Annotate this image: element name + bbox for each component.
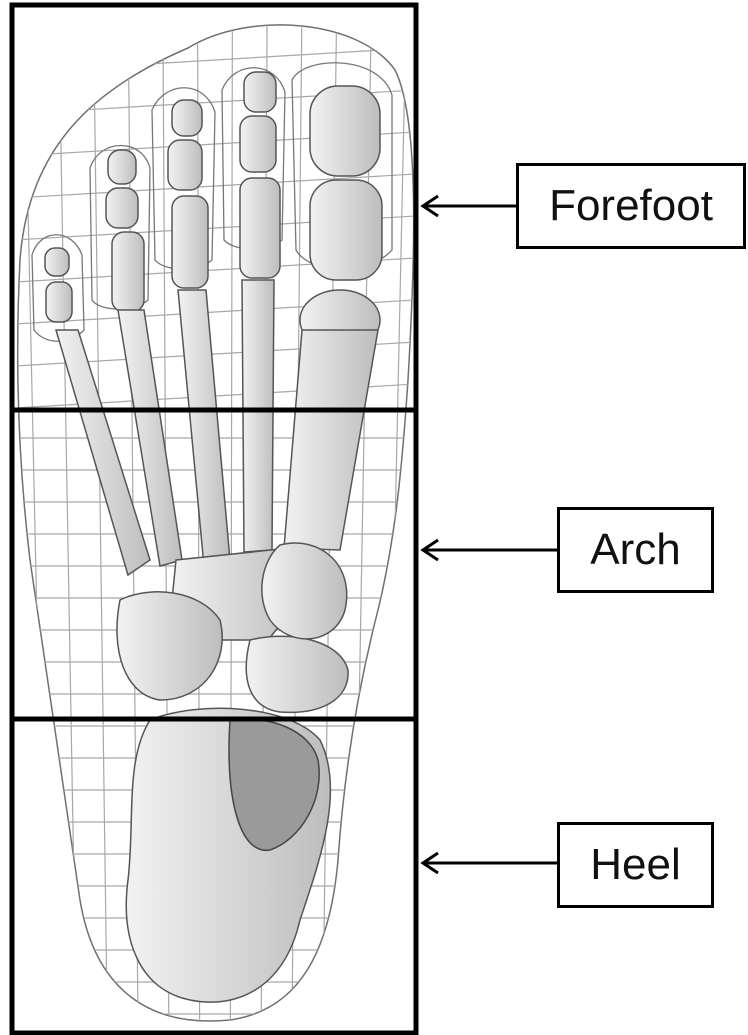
phalanx-1b: [310, 180, 382, 280]
phalanx-2b: [240, 116, 276, 172]
phalanx-2a: [244, 72, 276, 112]
metatarsal-2: [242, 280, 274, 552]
phalanx-3c: [172, 196, 208, 288]
forefoot-label-box: Forefoot: [516, 163, 746, 249]
arch-label-box: Arch: [557, 507, 714, 593]
phalanx-3b: [168, 140, 202, 190]
forefoot-label: Forefoot: [549, 184, 713, 228]
heel-label-box: Heel: [557, 822, 714, 908]
grid-line-vertical: [415, 10, 441, 1030]
phalanx-1a: [310, 86, 380, 176]
pointer-arrows: [423, 196, 557, 873]
heel-label: Heel: [590, 843, 681, 887]
phalanx-5a: [45, 248, 69, 276]
phalanx-3a: [172, 100, 202, 136]
phalanx-2c: [240, 178, 280, 278]
phalanx-4a: [108, 150, 136, 184]
phalanx-4c: [112, 232, 144, 312]
phalanx-4b: [106, 188, 138, 228]
arch-label: Arch: [590, 528, 680, 572]
phalanx-5b: [46, 282, 72, 322]
